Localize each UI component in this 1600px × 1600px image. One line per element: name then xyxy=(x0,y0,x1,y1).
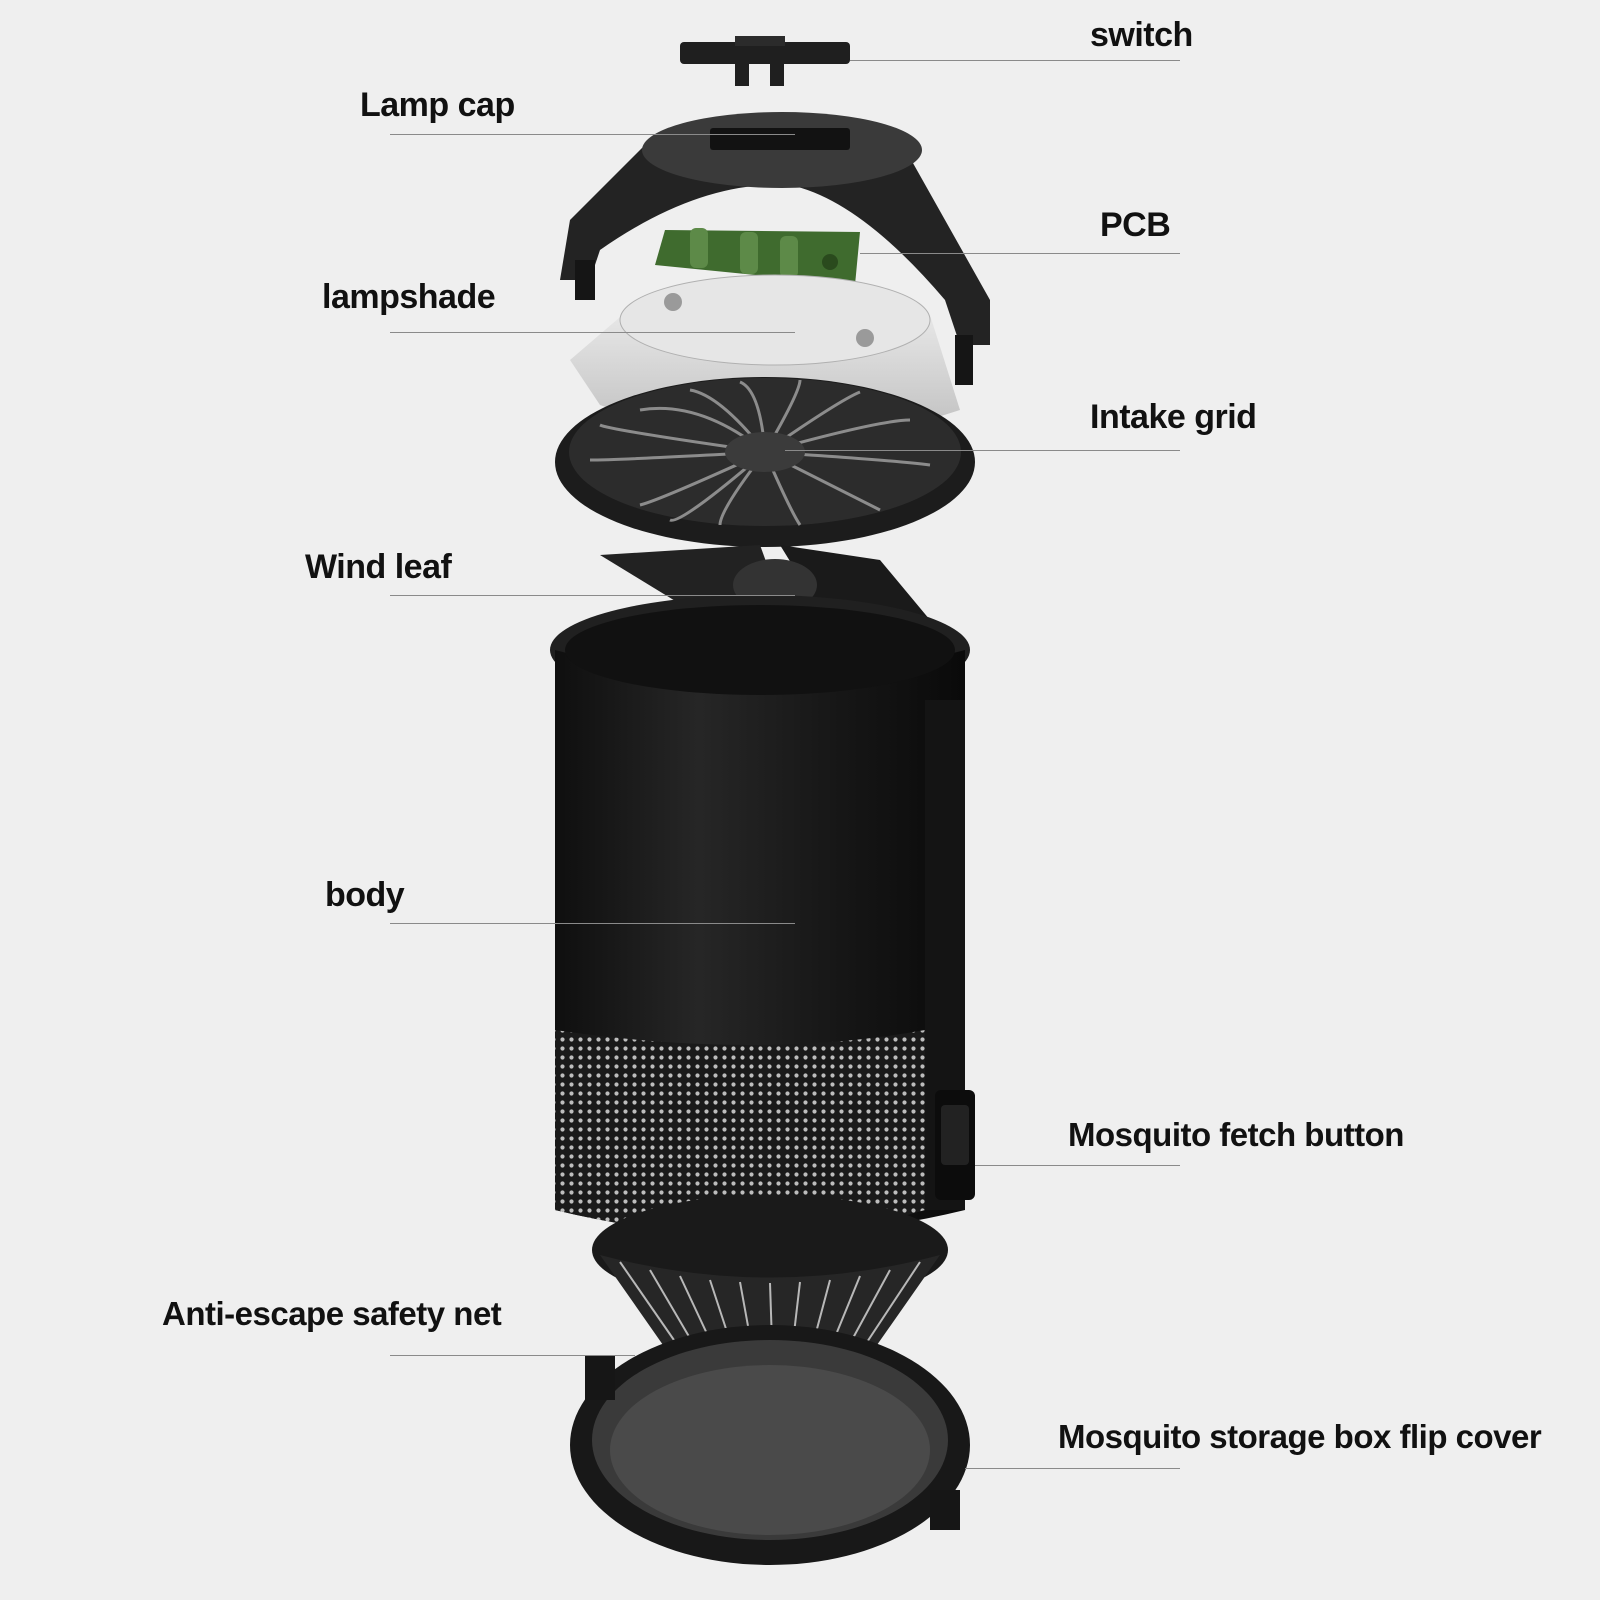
lamp-cap-part xyxy=(560,112,990,385)
intake-grid-leader-line xyxy=(785,450,1180,451)
label-anti-escape-safety-net: Anti-escape safety net xyxy=(162,1295,502,1332)
flip-cover-part xyxy=(570,1325,970,1565)
switch-part xyxy=(680,36,850,86)
switch-leader-line xyxy=(850,60,1180,61)
body-leader-line xyxy=(390,923,795,924)
safety-net-leader-line xyxy=(390,1355,635,1356)
pcb-part xyxy=(655,228,860,285)
label-mosquito-fetch-button: Mosquito fetch button xyxy=(1068,1116,1404,1153)
pcb-leader-line xyxy=(860,253,1180,254)
label-pcb: PCB xyxy=(1100,206,1171,244)
label-lampshade: lampshade xyxy=(322,278,496,316)
fetch-button-leader-line xyxy=(975,1165,1180,1166)
lamp-cap-leader-line xyxy=(390,134,795,135)
label-switch: switch xyxy=(1090,16,1193,54)
body-part xyxy=(550,595,970,1235)
lampshade-leader-line xyxy=(390,332,795,333)
flip-cover-leader-line xyxy=(965,1468,1180,1469)
intake-grid-part xyxy=(555,377,975,547)
wind-leaf-leader-line xyxy=(390,595,795,596)
label-body: body xyxy=(325,876,405,914)
fetch-button-part xyxy=(935,1090,975,1200)
label-wind-leaf: Wind leaf xyxy=(305,548,452,586)
label-intake-grid: Intake grid xyxy=(1090,398,1257,436)
label-storage-box-flip-cover: Mosquito storage box flip cover xyxy=(1058,1418,1542,1455)
label-lamp-cap: Lamp cap xyxy=(360,86,515,124)
